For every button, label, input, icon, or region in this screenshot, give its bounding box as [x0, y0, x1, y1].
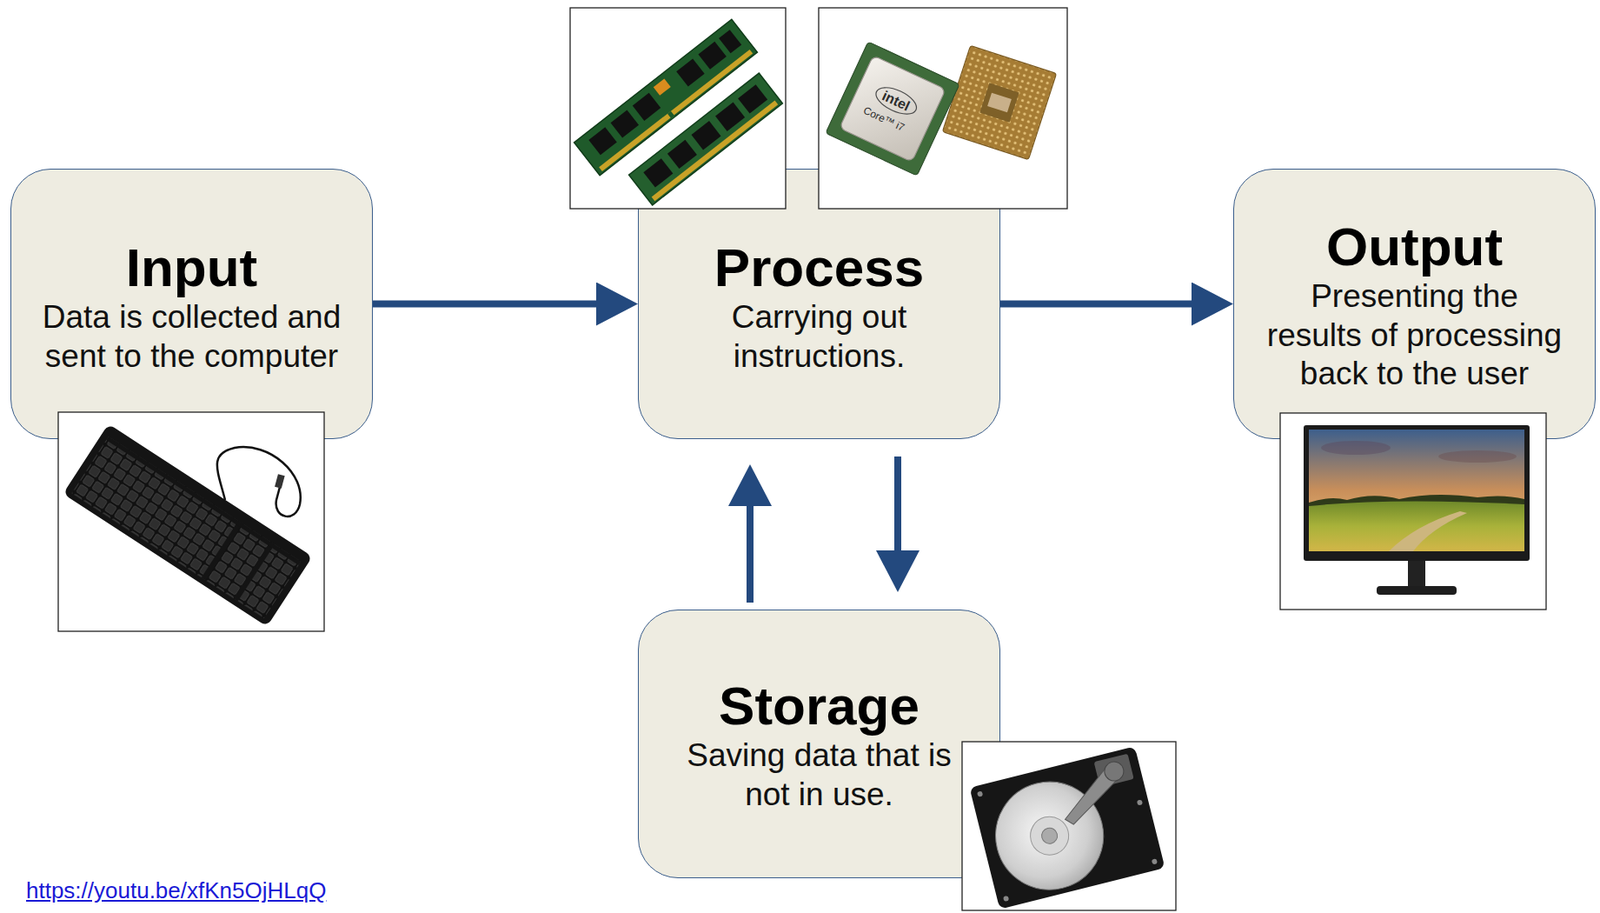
hard-disk-picture: [962, 741, 1176, 910]
flow-arrow: [1000, 300, 1196, 308]
box-title: Storage: [655, 674, 983, 737]
box-description: Saving data that is not in use.: [676, 736, 963, 814]
flow-arrow: [894, 456, 902, 554]
box-description: Data is collected and sent to the comput…: [35, 298, 349, 376]
keyboard-picture: [58, 411, 325, 631]
cpu-picture: [818, 7, 1068, 209]
ram-picture: [570, 7, 786, 209]
stage-box: ProcessCarrying out instructions.: [637, 168, 1001, 439]
box-description: Carrying out instructions.: [689, 298, 950, 376]
flow-arrow: [372, 300, 600, 308]
monitor-picture: [1280, 412, 1547, 610]
box-description: Presenting the results of processing bac…: [1261, 277, 1568, 393]
stage-box: StorageSaving data that is not in use.: [637, 609, 1001, 878]
box-title: Output: [1250, 215, 1579, 278]
logo-text: intel: [879, 86, 913, 114]
video-link: https://youtu.be/xfKn5OjHLqQ: [26, 876, 326, 904]
stage-box: OutputPresenting the results of processi…: [1233, 168, 1596, 439]
box-title: Process: [655, 236, 983, 299]
flow-arrow: [746, 502, 754, 603]
box-title: Input: [27, 236, 356, 299]
stage-box: InputData is collected and sent to the c…: [10, 168, 373, 439]
